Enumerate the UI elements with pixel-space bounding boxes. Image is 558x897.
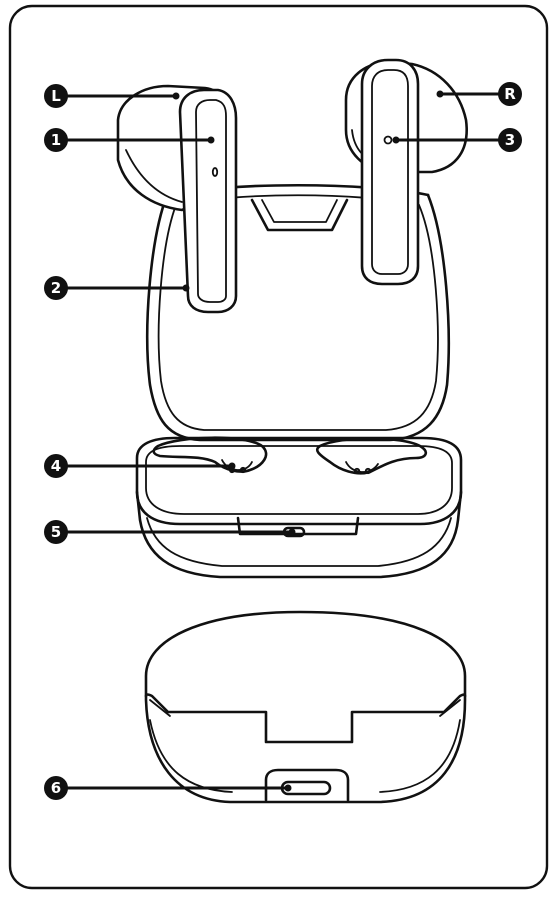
callout-label-4: 4 [51,457,61,475]
lid-seam [144,693,467,744]
left-mic-hole [211,167,219,177]
right-charging-pin [353,467,361,475]
callout-6: 6 [44,776,292,800]
callout-label-2: 2 [51,279,61,297]
callout-3: 3 [392,128,522,152]
lid-hinge-notch [250,198,349,232]
callout-4: 4 [44,454,236,478]
callout-label-right: R [504,85,516,103]
callout-right: R [436,82,522,106]
callout-label-3: 3 [505,131,515,149]
right-touch-sensor [383,135,393,145]
callout-label-1: 1 [51,131,61,149]
closed-charging-case [144,610,467,804]
base-front-tab [236,516,360,536]
right-earbud-well [316,437,428,475]
callout-5: 5 [44,520,296,544]
callout-label-5: 5 [51,523,61,541]
callout-label-left: L [51,87,61,105]
callout-2: 2 [44,276,190,300]
callout-left: L [44,84,180,108]
callout-1: 1 [44,128,215,152]
right-earbud [344,58,468,286]
callout-label-6: 6 [51,779,61,797]
left-earbud-well [152,436,268,473]
usb-c-recess [264,768,350,802]
left-earbud [116,84,238,314]
